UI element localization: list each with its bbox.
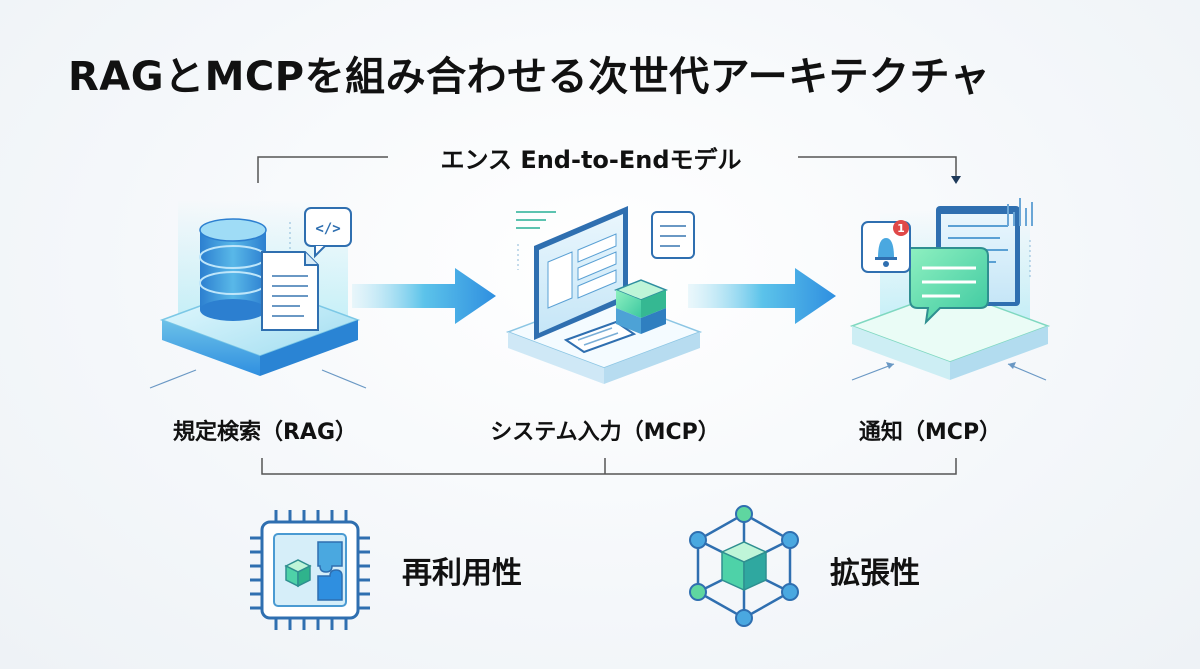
page-title: RAGとMCPを組み合わせる次世代アーキテクチャ — [68, 54, 991, 100]
bottom-bracket — [261, 458, 957, 475]
flow-arrow-2 — [688, 268, 836, 324]
code-glyph: </> — [315, 221, 340, 237]
notification-badge: 1 — [897, 222, 905, 235]
benefit-label-extensibility: 拡張性 — [830, 556, 920, 591]
flow-arrow-1 — [352, 268, 496, 324]
network-cube-icon — [689, 505, 799, 627]
notification-chat-icon — [849, 198, 1051, 381]
benefit-label-reusability: 再利用性 — [402, 556, 522, 591]
stage-label-rag: 規定検索（RAG） — [172, 420, 358, 445]
top-bracket-arrowhead — [951, 176, 961, 184]
stage-label-notification: 通知（MCP） — [858, 420, 1002, 445]
stage-label-system-input: システム入力（MCP） — [490, 420, 720, 445]
database-document-icon — [149, 200, 367, 389]
system-input-screen-icon — [505, 206, 703, 384]
chip-puzzle-icon — [250, 510, 370, 630]
top-bracket — [257, 156, 957, 183]
flow-label: エンス End-to-Endモデル — [440, 146, 742, 174]
